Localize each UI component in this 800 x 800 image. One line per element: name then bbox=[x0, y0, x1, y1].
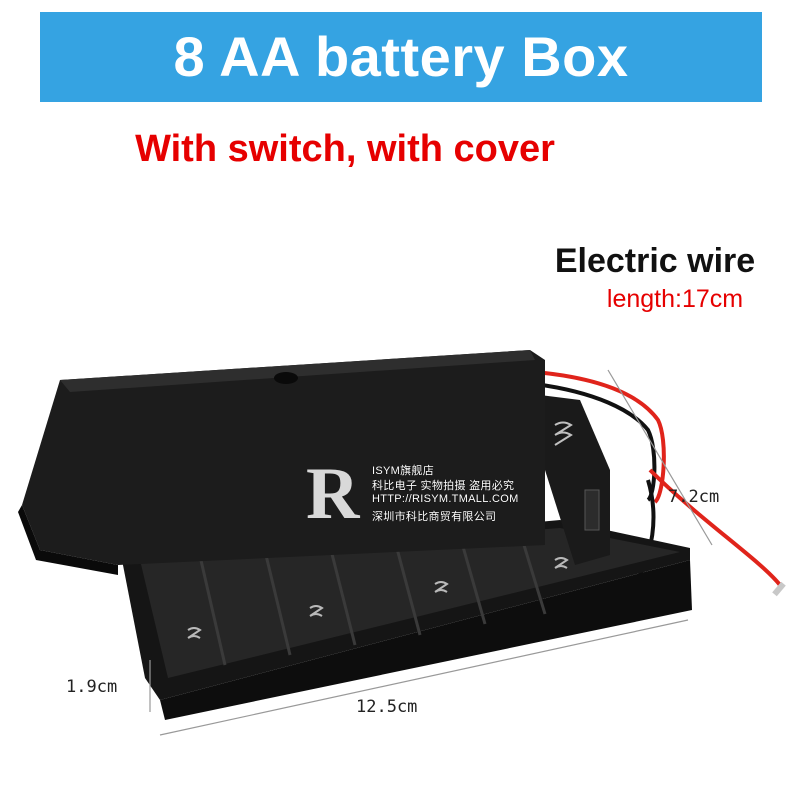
watermark-line-2: 科比电子 实物拍摄 盗用必究 bbox=[372, 480, 515, 492]
wire-end-red bbox=[648, 468, 782, 587]
watermark-line-3: HTTP://RISYM.TMALL.COM bbox=[372, 493, 519, 505]
wire-length: length:17cm bbox=[606, 285, 744, 313]
box-cover bbox=[22, 350, 545, 565]
black-wire bbox=[534, 382, 657, 502]
cover-hole bbox=[274, 372, 298, 384]
switch bbox=[584, 489, 600, 531]
wire-label: Electric wire bbox=[554, 242, 756, 280]
banner-title: 8 AA battery Box bbox=[173, 25, 629, 88]
dimension-height: 1.9cm bbox=[66, 677, 118, 697]
dimension-length: 12.5cm bbox=[356, 697, 418, 717]
cover-top-edge bbox=[60, 350, 535, 392]
cover-front-lip bbox=[18, 505, 118, 575]
title-banner: 8 AA battery Box bbox=[40, 12, 762, 102]
watermark-logo: R bbox=[306, 453, 360, 535]
dimension-lines bbox=[149, 369, 713, 736]
dimension-width: 7.2cm bbox=[668, 487, 720, 507]
box-front-wall bbox=[160, 560, 692, 720]
watermark-line-4: 深圳市科比商贸有限公司 bbox=[372, 511, 497, 523]
watermark-line-1: ISYM旗舰店 bbox=[372, 465, 434, 477]
switch-spring bbox=[554, 421, 573, 446]
subtitle: With switch, with cover bbox=[135, 128, 555, 170]
springs bbox=[187, 557, 569, 639]
wire-tip bbox=[772, 581, 786, 597]
